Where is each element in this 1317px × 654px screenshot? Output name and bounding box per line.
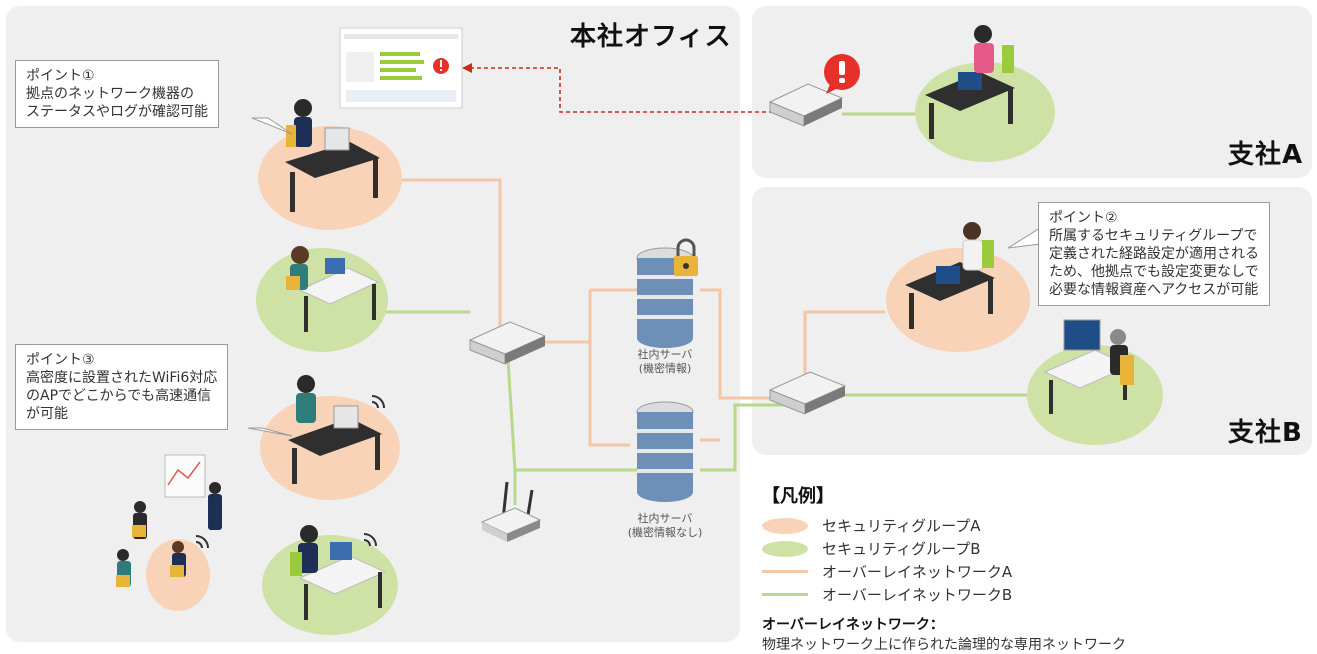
server-icon — [636, 401, 694, 502]
workstation-icon — [285, 99, 380, 212]
server-icon — [636, 247, 694, 348]
lock-icon — [674, 238, 698, 276]
legend-item-group-a: セキュリティグループA — [762, 514, 1126, 537]
legend-item-overlay-a: オーバーレイネットワークA — [762, 560, 1126, 583]
workstation-icon — [1043, 319, 1134, 414]
legend: 【凡例】 セキュリティグループA セキュリティグループB オーバーレイネットワー… — [762, 482, 1126, 654]
callout-point-3-line: のAPでどこからでも高速通信 — [26, 388, 212, 404]
server-confidential-label: 社内サーバ (機密情報) — [610, 348, 720, 376]
branch-a-title: 支社A — [1228, 140, 1304, 170]
workstation-icon — [288, 375, 382, 484]
wifi-icon — [371, 395, 385, 409]
callout-point-1-line: 拠点のネットワーク機器の — [26, 86, 194, 102]
server-confidential-note: (機密情報) — [638, 362, 692, 375]
legend-label: セキュリティグループB — [822, 540, 981, 558]
callout-1-pointer — [251, 117, 293, 135]
switch-icon — [768, 83, 844, 127]
switch-icon — [768, 371, 847, 415]
legend-label: オーバーレイネットワークA — [822, 563, 1013, 581]
legend-swatch-group-b — [762, 540, 808, 557]
workstation-icon — [290, 525, 387, 620]
callout-2-pointer — [1007, 227, 1041, 249]
callout-point-3-title: ポイント③ — [26, 352, 95, 368]
wifi-icon — [363, 533, 377, 547]
callout-point-2-line: 必要な情報資産へアクセスが可能 — [1049, 282, 1259, 298]
server-non-confidential-name: 社内サーバ — [637, 512, 693, 525]
legend-note-title: オーバーレイネットワーク： — [762, 617, 944, 633]
callout-point-1: ポイント① 拠点のネットワーク機器の ステータスやログが確認可能 — [15, 60, 219, 128]
legend-title: 【凡例】 — [762, 486, 834, 507]
alert-link-arrowhead — [462, 63, 472, 73]
server-confidential-name: 社内サーバ — [637, 348, 693, 361]
legend-label: セキュリティグループA — [822, 517, 981, 535]
legend-swatch-group-a — [762, 517, 808, 534]
callout-point-2: ポイント② 所属するセキュリティグループで 定義された経路設定が適用される ため… — [1038, 202, 1270, 306]
meeting-group-icon — [116, 454, 222, 587]
branch-b-title: 支社B — [1228, 418, 1303, 448]
legend-note: 物理ネットワーク上に作られた論理的な専用ネットワーク — [762, 637, 1126, 653]
legend-swatch-overlay-b — [762, 593, 808, 596]
callout-point-1-title: ポイント① — [26, 68, 95, 84]
hq-office-title: 本社オフィス — [570, 22, 732, 52]
callout-point-2-title: ポイント② — [1049, 210, 1118, 226]
callout-3-pointer — [247, 427, 293, 437]
overlay-network-a-lines — [400, 178, 885, 447]
dashboard-icon — [339, 27, 463, 109]
callout-point-3: ポイント③ 高密度に設置されたWiFi6対応 のAPでどこからでも高速通信 が可… — [15, 344, 229, 430]
workstation-icon — [286, 246, 380, 332]
alert-icon — [433, 58, 449, 74]
legend-label: オーバーレイネットワークB — [822, 586, 1013, 604]
access-point-icon — [480, 481, 542, 542]
switch-icon — [468, 321, 547, 365]
callout-point-3-line: が可能 — [26, 406, 68, 422]
alert-icon — [824, 54, 860, 94]
legend-swatch-overlay-a — [762, 570, 808, 573]
alert-link — [468, 67, 780, 113]
callout-point-1-line: ステータスやログが確認可能 — [26, 104, 208, 120]
callout-point-2-line: 所属するセキュリティグループで — [1049, 228, 1258, 244]
callout-point-3-line: 高密度に設置されたWiFi6対応 — [26, 370, 218, 386]
legend-item-group-b: セキュリティグループB — [762, 537, 1126, 560]
callout-point-2-line: 定義された経路設定が適用される — [1049, 246, 1259, 262]
branch-b-desk-1-group-a — [886, 248, 1030, 352]
server-non-confidential-label: 社内サーバ (機密情報なし) — [610, 512, 720, 540]
callout-point-2-line: ため、他拠点でも設定変更なしで — [1049, 264, 1259, 280]
wifi-icon — [195, 535, 209, 549]
legend-item-overlay-b: オーバーレイネットワークB — [762, 583, 1126, 606]
workstation-icon — [905, 222, 995, 329]
workstation-icon — [925, 25, 1015, 139]
server-non-confidential-note: (機密情報なし) — [627, 526, 703, 539]
